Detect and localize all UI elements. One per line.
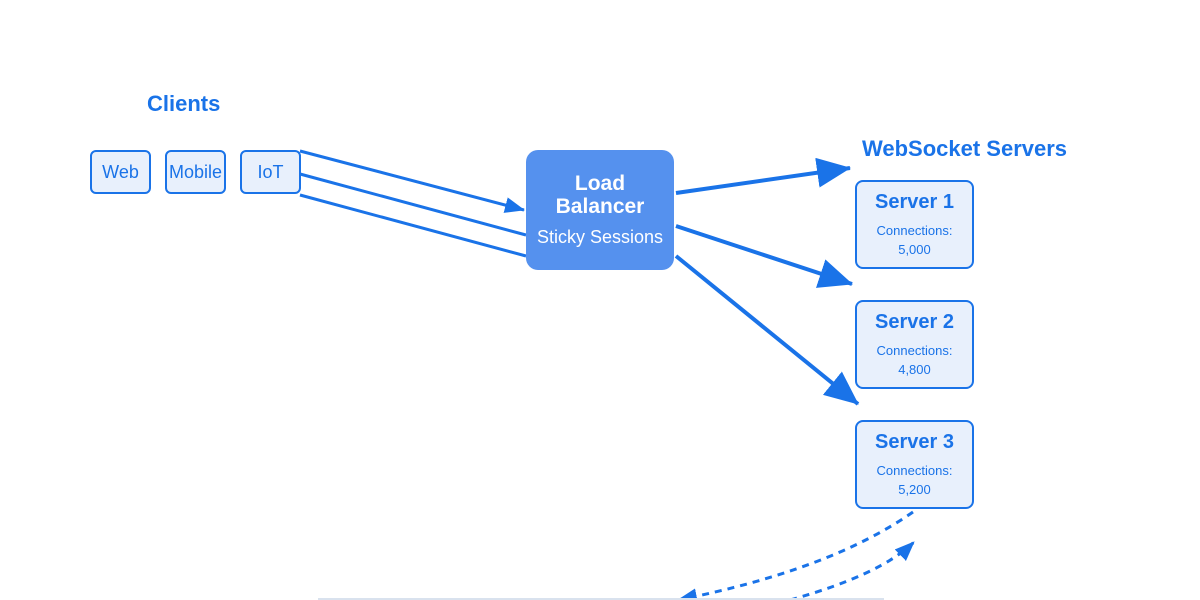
server-2-connections: 4,800	[898, 361, 931, 377]
client-web-label: Web	[102, 161, 139, 182]
client-line-iot	[299, 193, 527, 258]
server-3-outbound-dashed	[677, 510, 914, 600]
client-iot-label: IoT	[257, 161, 284, 182]
server-3-name: Server 3	[875, 430, 954, 453]
lb-to-servers-arrow	[675, 157, 851, 195]
client-mobile: Mobile	[165, 150, 226, 194]
load-balancer-subtitle: Sticky Sessions	[536, 227, 664, 247]
server-1-connections: 5,000	[898, 241, 931, 257]
server-2: Server 2 Connections: 4,800	[855, 300, 974, 389]
load-balancer-title: Load Balancer	[555, 172, 645, 218]
client-line-web	[299, 149, 525, 213]
client-web: Web	[90, 150, 151, 194]
server-3-inbound-dashed	[789, 540, 916, 600]
client-iot: IoT	[240, 150, 301, 194]
client-mobile-label: Mobile	[168, 161, 223, 182]
clients-title: Clients	[147, 91, 221, 116]
server-1-connections-label: Connections:	[876, 222, 953, 238]
server-3: Server 3 Connections: 5,200	[855, 420, 974, 509]
server-1: Server 1 Connections: 5,000	[855, 180, 974, 269]
lb-to-server-3-arrow	[674, 254, 860, 406]
server-1-name: Server 1	[875, 190, 954, 213]
server-2-name: Server 2	[875, 310, 954, 333]
lb-to-server-2-arrow	[675, 224, 853, 288]
load-balancer: Load Balancer Sticky Sessions	[526, 150, 674, 270]
client-line-mobile	[299, 172, 527, 237]
websocket-servers-title: WebSocket Servers	[862, 136, 1068, 161]
server-3-connections: 5,200	[898, 481, 931, 497]
server-2-connections-label: Connections:	[876, 342, 953, 358]
server-3-connections-label: Connections:	[876, 462, 953, 478]
